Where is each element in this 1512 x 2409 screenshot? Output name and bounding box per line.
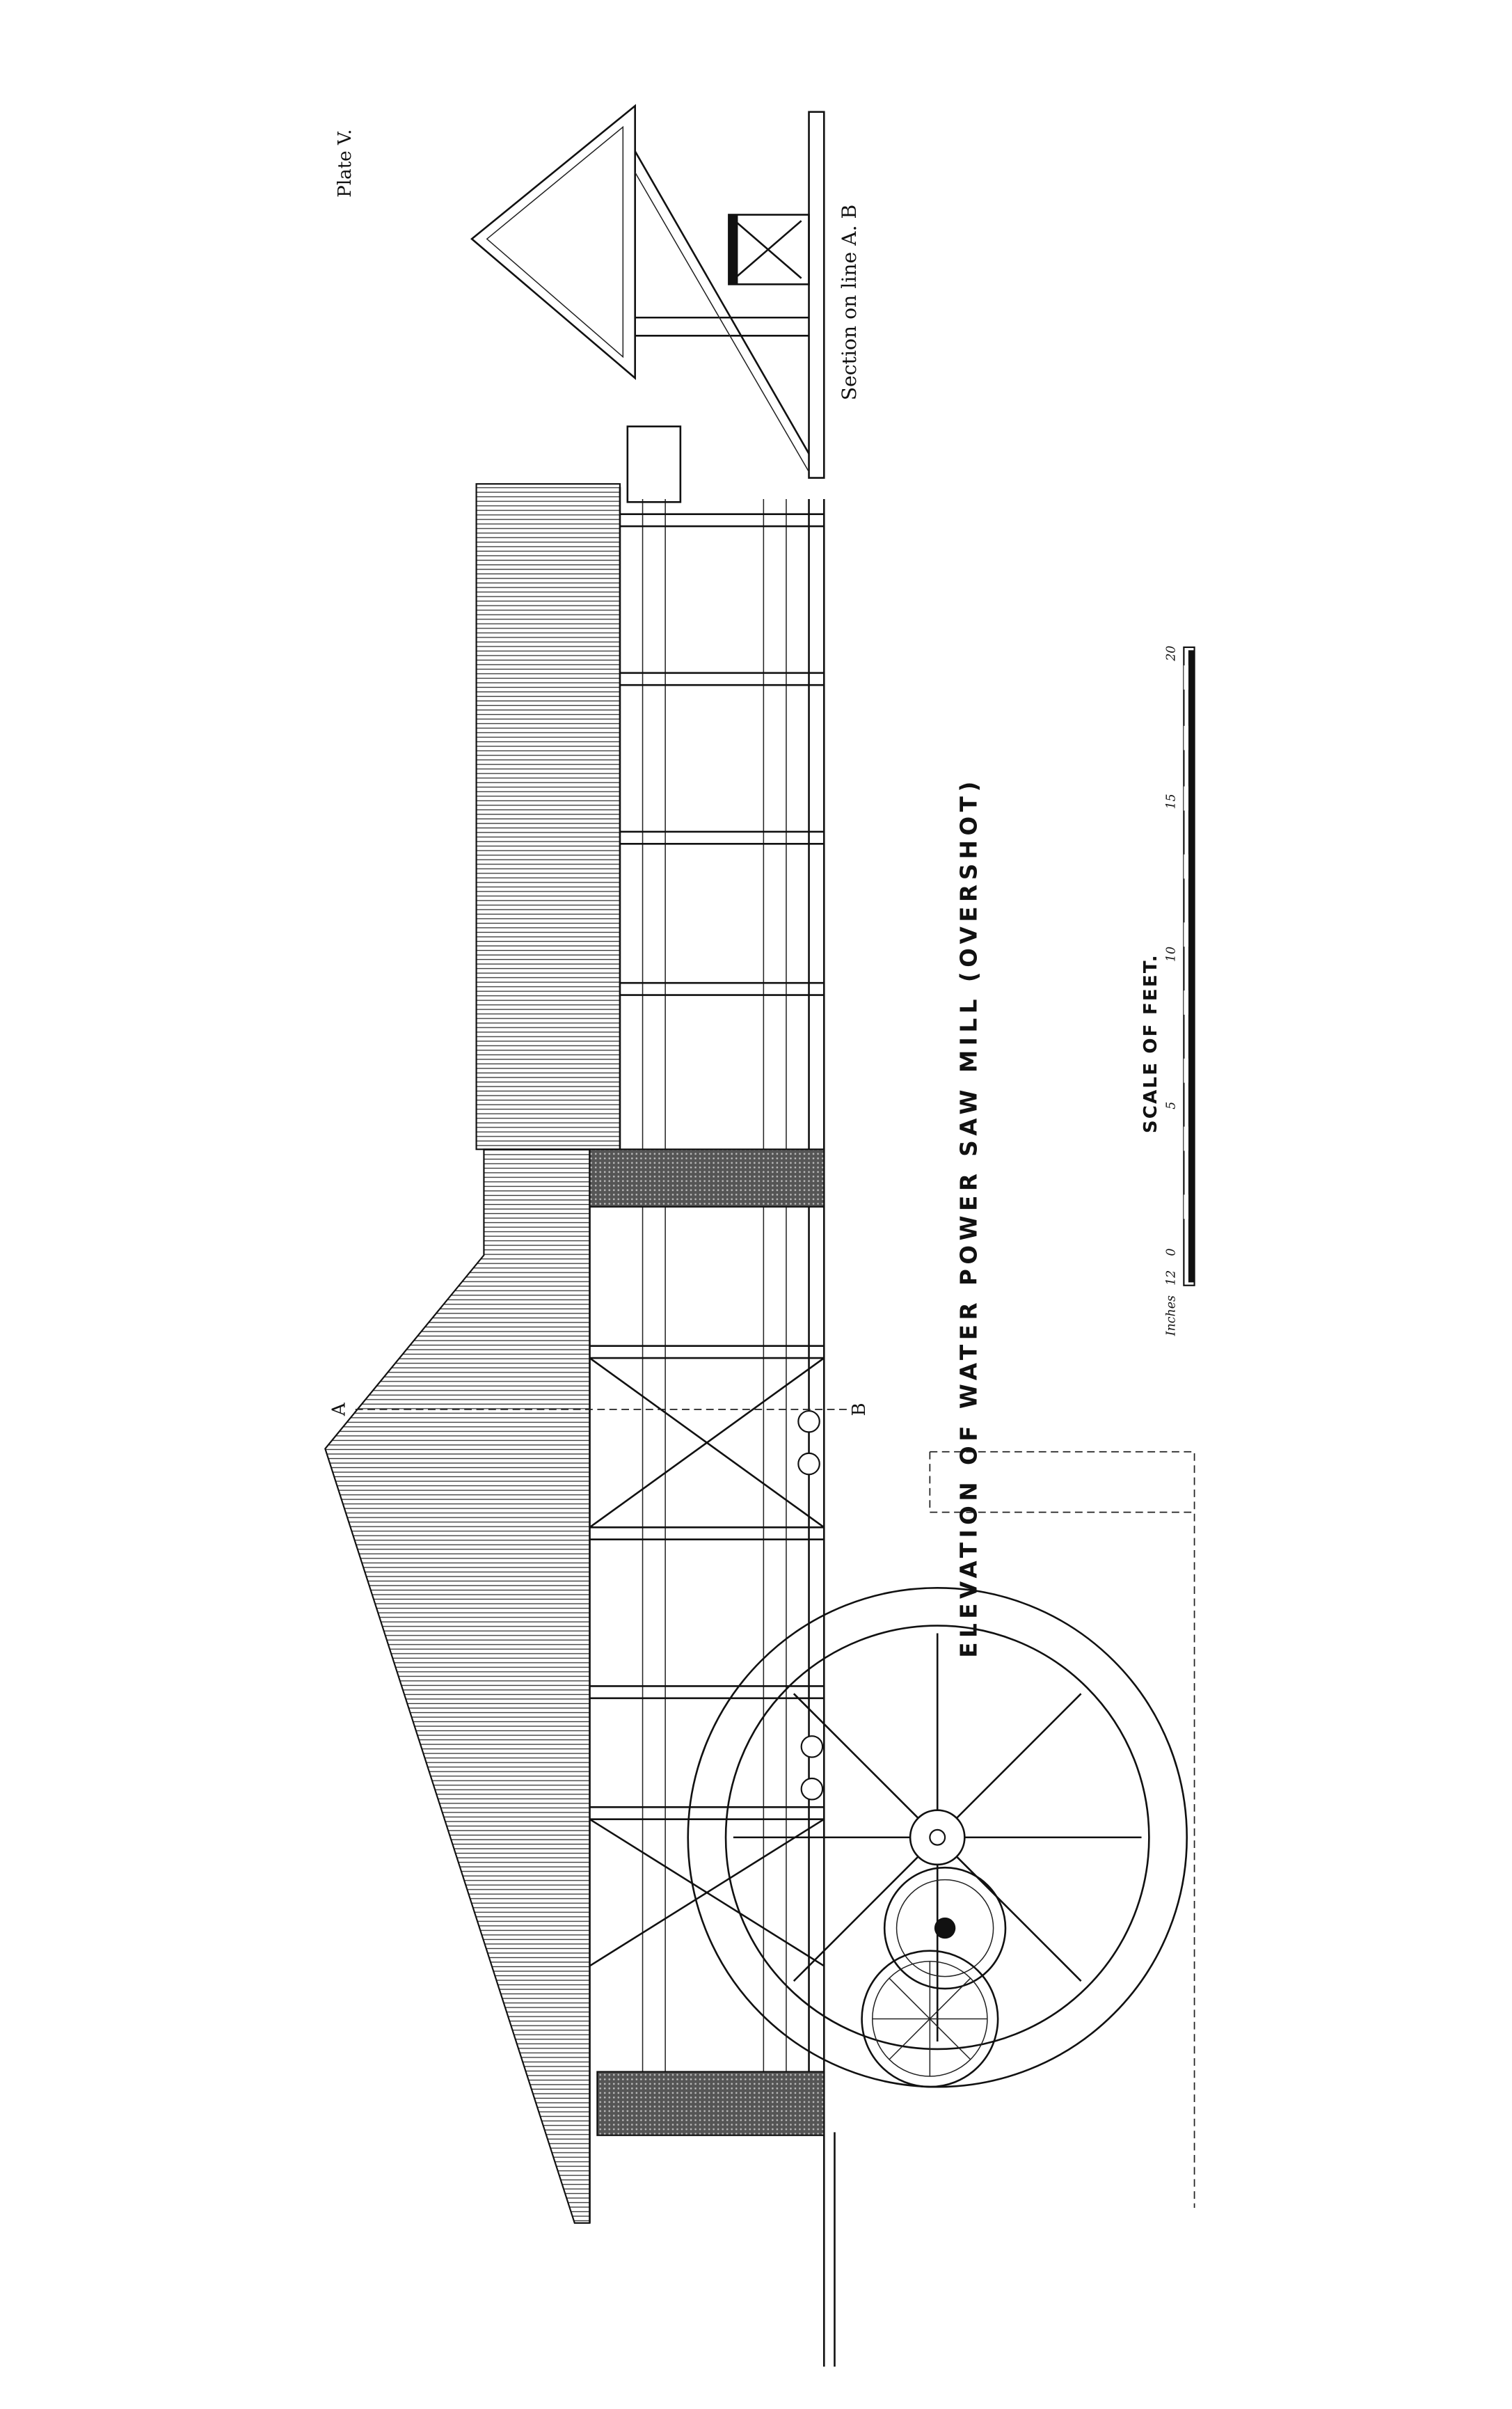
section-caption: Section on line A. B xyxy=(838,205,861,401)
scale-tick: 12 xyxy=(1164,1270,1178,1286)
water-wheel xyxy=(687,1586,1188,2088)
mill-frame xyxy=(589,425,836,2367)
scale-tick: 0 xyxy=(1164,1248,1178,1256)
drawing-title: ELEVATION OF WATER POWER SAW MILL (OVERS… xyxy=(956,777,982,1658)
section-view xyxy=(470,104,825,479)
marker-b: B xyxy=(849,1403,870,1416)
scale-bar xyxy=(1183,646,1195,1286)
scale-tick: 5 xyxy=(1164,1102,1178,1109)
marker-a: A xyxy=(329,1402,350,1416)
scale-tick: 15 xyxy=(1164,793,1178,809)
scale-label: SCALE OF FEET. xyxy=(1140,954,1161,1133)
scale-tick: 20 xyxy=(1164,646,1178,662)
scale-tick: 10 xyxy=(1164,947,1178,962)
plate-label: Plate V. xyxy=(335,129,356,198)
scale-units-label: Inches xyxy=(1164,1295,1178,1336)
mill-roof xyxy=(324,483,621,2224)
foundation-outline xyxy=(929,1451,1195,2209)
